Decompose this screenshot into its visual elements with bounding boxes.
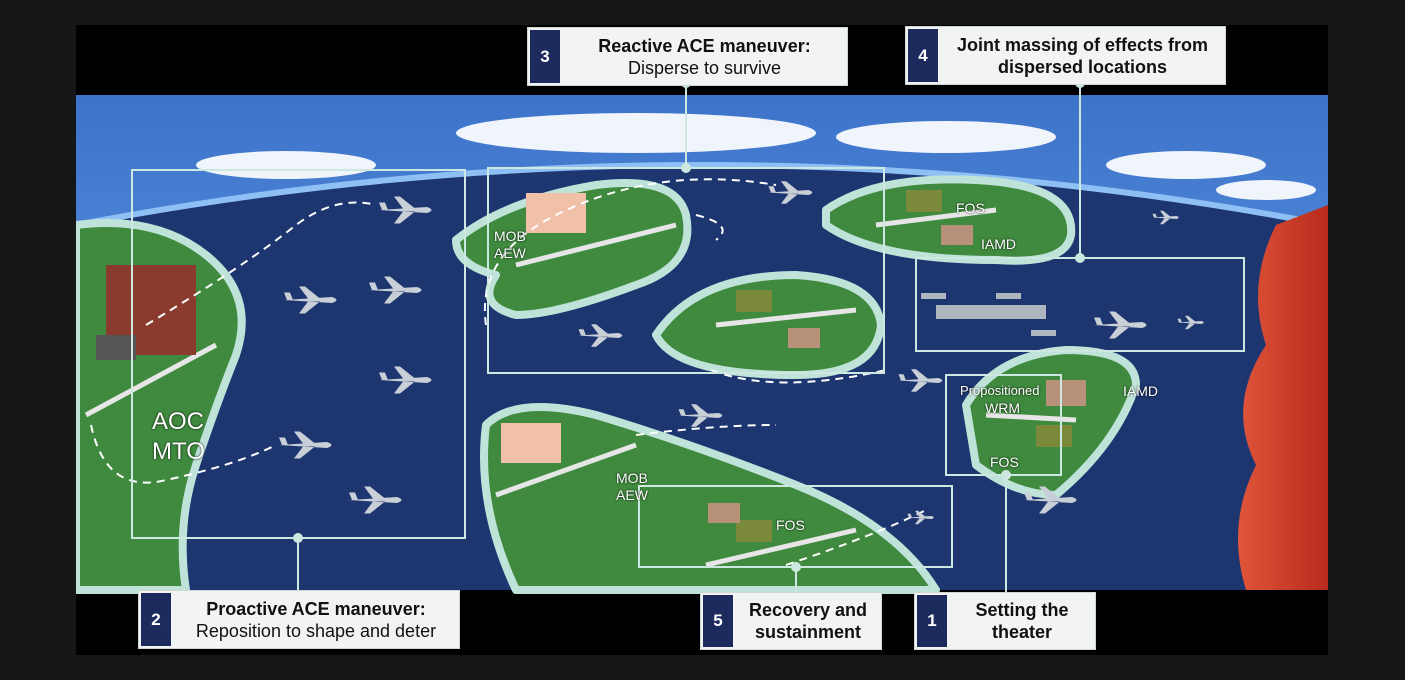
fos-label: FOS bbox=[956, 200, 985, 216]
adversary-territory bbox=[1238, 205, 1328, 590]
ace-diagram: AOC MTO MOB AEW MOB AEW FOS IAMD Proposi… bbox=[76, 25, 1328, 655]
callout-subtitle: sustainment bbox=[754, 622, 862, 642]
aew-label: AEW bbox=[494, 245, 526, 261]
callout-title: Setting the bbox=[975, 600, 1069, 620]
island-mob-south bbox=[480, 403, 940, 594]
callout-subtitle: Disperse to survive bbox=[627, 57, 782, 78]
aoc-building bbox=[96, 265, 196, 360]
iamd-label: IAMD bbox=[1123, 383, 1158, 399]
hangars bbox=[501, 193, 586, 463]
runways bbox=[84, 207, 1077, 568]
callout-number: 3 bbox=[528, 28, 562, 85]
theater-map bbox=[76, 78, 1328, 594]
naval-group bbox=[921, 293, 1056, 336]
fos-label: FOS bbox=[990, 454, 1019, 470]
iamd-label: IAMD bbox=[981, 236, 1016, 252]
fos-label: FOS bbox=[776, 517, 805, 533]
callout-number: 5 bbox=[701, 593, 735, 649]
prepositioned-label: Propositioned bbox=[960, 383, 1040, 398]
island-fos-north bbox=[822, 175, 1076, 265]
callout-title: Proactive ACE maneuver: bbox=[206, 598, 426, 619]
aew-label: AEW bbox=[616, 487, 648, 503]
callout-number: 1 bbox=[915, 593, 949, 649]
callout-3-reactive-maneuver: 3 Reactive ACE maneuver:Disperse to surv… bbox=[527, 27, 848, 86]
island-central bbox=[652, 271, 885, 379]
callout-title: Reactive ACE maneuver: bbox=[598, 35, 811, 56]
callout-number: 2 bbox=[139, 591, 173, 648]
callout-title: Joint massing of effects from bbox=[956, 34, 1209, 55]
island-prepositioned bbox=[962, 346, 1140, 499]
mto-label: MTO bbox=[152, 438, 205, 465]
callout-2-proactive-maneuver: 2 Proactive ACE maneuver:Reposition to s… bbox=[138, 590, 460, 649]
callout-number: 4 bbox=[906, 27, 940, 84]
tents bbox=[736, 190, 1072, 542]
mob-label: MOB bbox=[494, 228, 526, 244]
callout-title: Recovery and bbox=[748, 600, 868, 620]
supply-crates bbox=[708, 225, 1086, 523]
callout-subtitle: theater bbox=[991, 622, 1053, 642]
wrm-label: WRM bbox=[985, 400, 1020, 416]
flight-paths bbox=[90, 178, 927, 566]
aoc-label: AOC bbox=[152, 408, 205, 435]
mob-label: MOB bbox=[616, 470, 648, 486]
callout-subtitle: dispersed locations bbox=[997, 56, 1168, 77]
callout-subtitle: Reposition to shape and deter bbox=[195, 620, 437, 641]
clouds bbox=[196, 113, 1316, 200]
